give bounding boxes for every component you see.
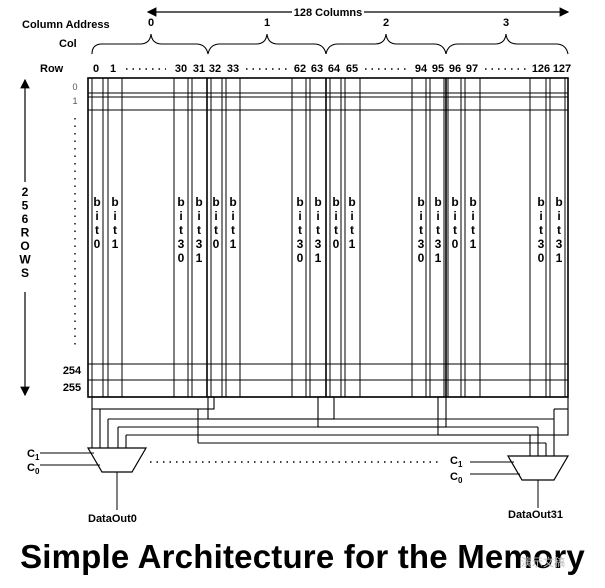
diagram-caption: Simple Architecture for the Memory (20, 538, 585, 575)
mux-left-output: DataOut0 (88, 513, 137, 525)
col-number: 1 (110, 63, 116, 75)
mux-left: C1 C0 DataOut0 (27, 447, 148, 525)
address-group-2: 2 (383, 17, 389, 29)
address-group-1: 1 (264, 17, 270, 29)
address-group-3: 3 (503, 17, 509, 29)
data-bus-wiring (91, 396, 569, 456)
mux-left-shape (86, 447, 148, 473)
col-number: 126 (532, 63, 550, 75)
address-braces (91, 33, 569, 55)
row-label-1: 1 (72, 96, 77, 106)
col-number: 31 (193, 63, 205, 75)
watermark: 演示文稿 (521, 557, 565, 569)
column-numbers: 0 1 30 31 32 33 62 63 64 65 94 95 96 97 … (93, 63, 571, 75)
col-number: 0 (93, 63, 99, 75)
col-number: 95 (432, 63, 444, 75)
address-group-0: 0 (148, 17, 154, 29)
mux-left-c1: C1 (27, 448, 40, 462)
mux-left-c0: C0 (27, 462, 40, 476)
col-number: 33 (227, 63, 239, 75)
mux-right-output: DataOut31 (508, 509, 563, 521)
row-label-254: 254 (63, 365, 82, 377)
col-number: 63 (311, 63, 323, 75)
mux-right-shape (506, 455, 570, 481)
memory-array (87, 77, 569, 398)
col-number: 62 (294, 63, 306, 75)
row-label-0: 0 (72, 82, 77, 92)
col-number: 97 (466, 63, 478, 75)
col-number: 32 (209, 63, 221, 75)
col-number: 30 (175, 63, 187, 75)
row-label: Row (40, 63, 64, 75)
total-columns-label: 128 Columns (294, 7, 362, 19)
mux-right-c0: C0 (450, 471, 463, 485)
row-label-255: 255 (63, 382, 81, 394)
col-number: 127 (553, 63, 571, 75)
mux-right: C1 C0 DataOut31 (450, 455, 570, 521)
col-number: 65 (346, 63, 358, 75)
col-number: 94 (415, 63, 428, 75)
mux-right-c1: C1 (450, 455, 463, 469)
col-number: 96 (449, 63, 461, 75)
col-label: Col (59, 38, 77, 50)
column-address-label: Column Address (22, 19, 110, 31)
col-number: 64 (328, 63, 341, 75)
